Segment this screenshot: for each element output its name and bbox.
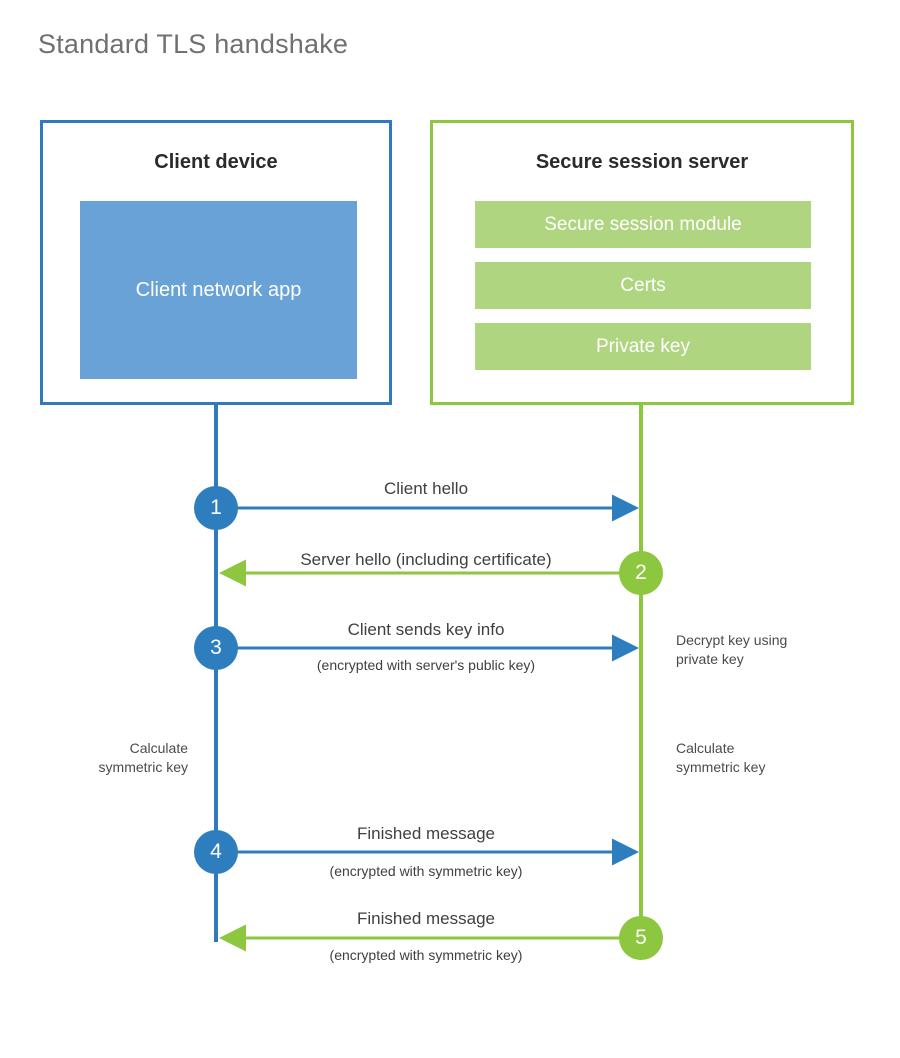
client-network-app-block: Client network app (80, 201, 357, 379)
note-decrypt-key: Decrypt key using private key (676, 632, 788, 667)
secure-session-server-box: Secure session server Secure session mod… (430, 120, 854, 405)
step-marker-3[interactable]: 3 (194, 626, 238, 670)
server-component-certs: Certs (475, 262, 811, 309)
step-marker-2[interactable]: 2 (619, 551, 663, 595)
note-client-calculate-symmetric-key: Calculate symmetric key (98, 740, 188, 775)
step-marker-1[interactable]: 1 (194, 486, 238, 530)
server-components-list: Secure session module Certs Private key (475, 201, 811, 370)
step-marker-4[interactable]: 4 (194, 830, 238, 874)
message-label-step-5: Finished message (357, 909, 495, 928)
note-server-calculate-symmetric-key: Calculate symmetric key (676, 740, 766, 775)
message-sublabel-step-5: (encrypted with symmetric key) (329, 947, 523, 963)
client-device-box: Client device Client network app (40, 120, 392, 405)
message-label-step-1: Client hello (383, 479, 469, 498)
server-lifeline (639, 405, 643, 939)
message-label-step-4: Finished message (357, 824, 495, 843)
client-lifeline (214, 405, 218, 942)
message-label-step-3: Client sends key info (347, 620, 505, 639)
page-title: Standard TLS handshake (38, 29, 349, 59)
client-device-title: Client device (154, 151, 278, 173)
server-component-private-key: Private key (475, 323, 811, 370)
server-component-secure-session-module: Secure session module (475, 201, 811, 248)
secure-session-server-title: Secure session server (535, 151, 749, 173)
message-sublabel-step-4: (encrypted with symmetric key) (329, 863, 523, 879)
message-sublabel-step-3: (encrypted with server's public key) (316, 657, 536, 673)
message-label-step-2: Server hello (including certificate) (300, 550, 552, 569)
step-marker-5[interactable]: 5 (619, 916, 663, 960)
